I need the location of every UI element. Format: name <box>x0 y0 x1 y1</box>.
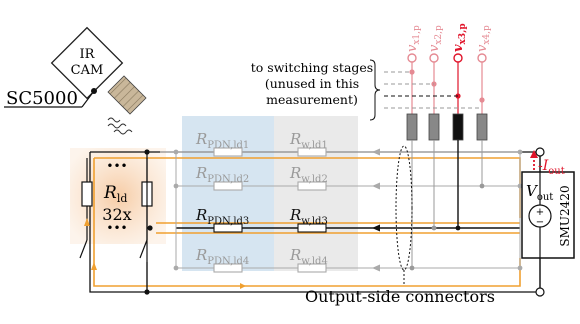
load-resistor-symbol: Rld <box>103 183 127 205</box>
pdn-resistor-label-2: RPDN,ld2 <box>195 164 249 185</box>
probe-label-4: vx4,p <box>475 25 492 52</box>
probe-4: vx4,p <box>384 25 492 189</box>
pdn-resistor-3-icon <box>213 223 243 233</box>
wire-resistor-column-bg <box>274 116 358 271</box>
pdn-resistor-column-bg <box>182 116 274 271</box>
pdn-resistor-label-1: RPDN,ld1 <box>195 130 249 151</box>
load-switch-right-icon <box>139 239 148 259</box>
switching-note-brace <box>369 59 381 121</box>
switching-note: to switching stages (unused in this meas… <box>251 59 381 121</box>
connectors-ellipse <box>395 145 413 271</box>
probe-label-1: vx1,p <box>405 25 422 52</box>
wire-resistor-4-icon <box>297 263 327 273</box>
load-resistor-left-icon <box>81 181 93 207</box>
wire-resistor-label-2: Rw,ld2 <box>289 164 328 185</box>
pdn-resistor-1-icon <box>213 147 243 157</box>
switching-stage-3-icon <box>452 113 464 141</box>
pdn-resistor-label-4: RPDN,ld4 <box>195 246 249 267</box>
pdn-row-1: RPDN,ld1 Rw,ld1 <box>160 130 523 157</box>
ir-camera-label-2: CAM <box>71 63 104 78</box>
switching-stage-4-icon <box>476 113 488 141</box>
svg-text:−: − <box>536 217 544 228</box>
probe-label-2: vx2,p <box>427 25 444 52</box>
load-dots-top: ••• <box>106 159 127 173</box>
switching-stage-1-icon <box>406 113 418 141</box>
pdn-row-3: RPDN,ld3 Rw,ld3 <box>146 152 520 292</box>
probe-terminal-4-icon <box>477 53 487 63</box>
switching-note-line2: (unused in this <box>265 76 359 91</box>
ir-camera-body <box>50 26 124 100</box>
voltage-probes: vx1,p vx2,p vx3,p vx4,p <box>384 23 492 271</box>
load-switch-left-icon <box>79 239 88 259</box>
smu-instrument: Vout + − SMU2420 -Iout <box>521 150 575 288</box>
pdn-row-4: RPDN,ld4 Rw,ld4 <box>173 152 523 273</box>
heat-wave-icon <box>107 117 133 135</box>
svg-text:+: + <box>536 207 544 218</box>
pdn-resistor-label-3: RPDN,ld3 <box>195 206 249 227</box>
probe-terminal-1-icon <box>407 53 417 63</box>
pdn-resistor-2-icon <box>213 181 243 191</box>
probe-3: vx3,p <box>384 23 468 231</box>
ir-camera-label-1: IR <box>80 47 96 62</box>
probe-terminal-3-icon <box>453 53 463 63</box>
camera-model-label: SC5000 <box>6 88 78 109</box>
pdn-resistor-4-icon <box>213 263 243 273</box>
wire-resistor-label-1: Rw,ld1 <box>289 130 328 151</box>
load-dots-bottom: ••• <box>106 221 127 235</box>
switching-note-line1: to switching stages <box>251 60 373 75</box>
probe-label-3: vx3,p <box>451 23 468 52</box>
wire-resistor-label-3: Rw,ld3 <box>289 206 328 227</box>
current-label: -Iout <box>538 158 565 177</box>
connectors-label: Output-side connectors <box>305 287 495 306</box>
smu-vout-label: Vout <box>526 182 553 203</box>
ir-camera: IR CAM SC5000 <box>4 26 147 135</box>
switching-note-line3: measurement) <box>266 92 358 107</box>
wire-resistor-2-icon <box>297 181 327 191</box>
wire-resistor-1-icon <box>297 147 327 157</box>
ir-camera-lens-icon <box>107 75 147 115</box>
smu-model-label: SMU2420 <box>558 185 572 246</box>
probe-2: vx2,p <box>384 25 444 231</box>
wire-resistor-3-icon <box>297 223 327 233</box>
pdn-row-2: RPDN,ld2 Rw,ld2 <box>173 152 523 191</box>
load-count: 32x <box>102 205 131 224</box>
probe-terminal-2-icon <box>429 53 439 63</box>
switching-stage-2-icon <box>428 113 440 141</box>
wire-resistor-label-4: Rw,ld4 <box>289 246 328 267</box>
